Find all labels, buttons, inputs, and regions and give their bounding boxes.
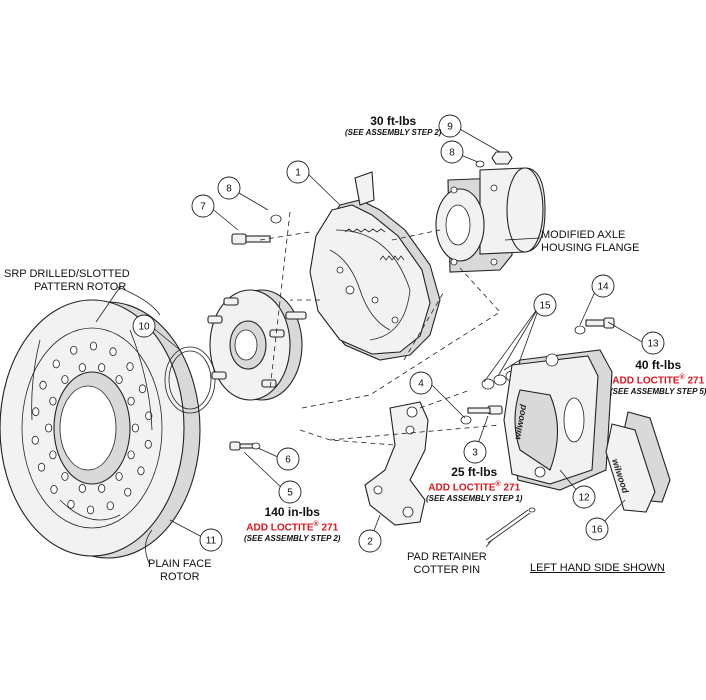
callout-bubble-b6: 6 (276, 447, 300, 471)
torque-40: 40 ft-lbs ADD LOCTITE® 271 (SEE ASSEMBLY… (610, 358, 706, 397)
backing-plate (309, 171, 441, 361)
bolt-3 (460, 405, 503, 425)
callout-bubble-b10: 10 (132, 314, 156, 338)
callout-number: 8 (226, 184, 232, 195)
callout-number: 11 (206, 536, 217, 547)
bolt-13 (574, 317, 615, 335)
cotter-pin (485, 507, 536, 544)
callout-bubble-b7: 7 (191, 194, 215, 218)
bolt-7 (231, 214, 282, 245)
callout-bubble-b9: 9 (438, 114, 462, 138)
label-axle-flange: MODIFIED AXLE HOUSING FLANGE (541, 229, 640, 254)
callout-number: 16 (591, 525, 603, 536)
callout-bubble-b16: 16 (585, 517, 609, 541)
callout-bubble-b12: 12 (572, 485, 596, 509)
callout-number: 6 (285, 455, 291, 466)
caliper-bracket (364, 401, 429, 526)
torque-140: 140 in-lbs ADD LOCTITE® 271 (SEE ASSEMBL… (244, 505, 341, 544)
label-left-hand-side: LEFT HAND SIDE SHOWN (530, 562, 665, 574)
callout-number: 4 (418, 379, 424, 390)
callout-bubble-b11: 11 (199, 528, 223, 552)
axle-housing (435, 167, 546, 273)
label-srp-rotor: SRP DRILLED/SLOTTED PATTERN ROTOR (4, 268, 130, 293)
callout-number: 3 (472, 448, 478, 459)
callout-bubble-b8b: 8 (440, 140, 464, 164)
callout-number: 14 (597, 282, 609, 293)
callout-bubble-b3: 3 (463, 440, 487, 464)
callout-bubble-b4: 4 (409, 371, 433, 395)
bolt-6 (229, 441, 261, 451)
brake-pads: wilwood (605, 411, 671, 513)
o-ring (164, 346, 216, 414)
callout-number: 13 (647, 339, 659, 350)
callout-number: 15 (539, 301, 551, 312)
callout-number: 12 (578, 493, 590, 504)
callout-number: 2 (367, 537, 373, 548)
callout-bubble-b1: 1 (286, 160, 310, 184)
callout-number: 8 (449, 148, 455, 159)
label-plain-rotor: PLAIN FACE ROTOR (148, 558, 212, 583)
callout-bubble-b5: 5 (278, 480, 302, 504)
caliper: wilwood (503, 349, 613, 491)
hub (207, 289, 307, 401)
rotor (0, 299, 201, 559)
nut-9 (475, 151, 513, 168)
torque-30: 30 ft-lbs (SEE ASSEMBLY STEP 2) (345, 114, 442, 137)
callout-number: 9 (447, 122, 453, 133)
callout-bubble-b2: 2 (358, 529, 382, 553)
callout-bubble-b13: 13 (641, 331, 665, 355)
callout-number: 5 (287, 488, 293, 499)
rotor-drill-holes (31, 341, 153, 515)
callout-bubble-b14: 14 (591, 274, 615, 298)
torque-25: 25 ft-lbs ADD LOCTITE® 271 (SEE ASSEMBLY… (426, 465, 523, 504)
callout-number: 1 (295, 168, 301, 179)
label-cotter-pin: PAD RETAINER COTTER PIN (407, 551, 487, 576)
callout-number: 7 (200, 202, 206, 213)
callout-number: 10 (138, 322, 150, 333)
callout-bubble-b15: 15 (533, 293, 557, 317)
callout-bubble-b8a: 8 (217, 176, 241, 200)
